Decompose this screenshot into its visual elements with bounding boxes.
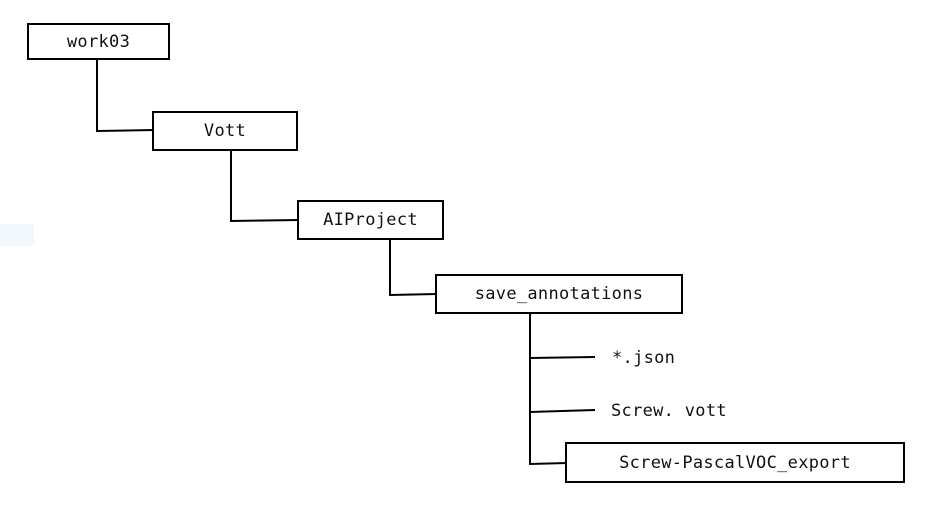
connector-aiproject-save-h	[388, 292, 438, 297]
connector-vott-aiproject-h	[229, 218, 300, 223]
connector-child-json	[528, 355, 596, 360]
folder-node-pascalvoc-export: Screw-PascalVOC_export	[565, 442, 905, 483]
folder-label-save-annotations: save_annotations	[474, 284, 644, 304]
folder-label-aiproject: AIProject	[323, 210, 418, 230]
folder-node-save-annotations: save_annotations	[435, 274, 683, 314]
folder-node-aiproject: AIProject	[297, 200, 444, 240]
folder-node-vott: Vott	[152, 111, 298, 151]
file-label-screw-vott: Screw. vott	[611, 401, 727, 421]
folder-label-pascalvoc-export: Screw-PascalVOC_export	[619, 452, 851, 473]
folder-label-vott: Vott	[203, 121, 247, 141]
folder-node-work03: work03	[27, 23, 170, 60]
folder-label-work03: work03	[66, 31, 131, 52]
connector-child-export	[528, 461, 568, 466]
connector-work03-vott-h	[95, 128, 155, 133]
background-artifact	[0, 224, 34, 246]
file-label-json: *.json	[612, 348, 676, 368]
connector-child-vott	[528, 408, 596, 414]
